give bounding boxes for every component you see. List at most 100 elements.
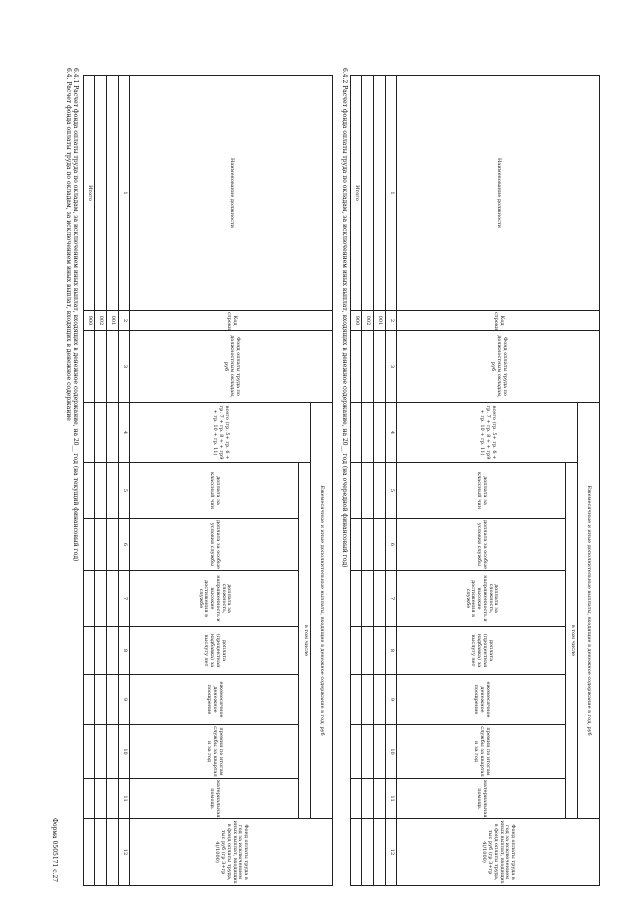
cell[interactable] <box>350 778 362 819</box>
header-monthly-bonus: ежемесячное денежное поощрение <box>396 674 566 725</box>
cell[interactable] <box>350 626 362 675</box>
cell[interactable] <box>106 75 119 311</box>
cell[interactable] <box>106 818 119 886</box>
cell[interactable] <box>361 518 374 571</box>
cell[interactable] <box>83 626 95 675</box>
cell[interactable] <box>361 462 374 519</box>
col-num: 8 <box>385 626 397 675</box>
total-label: Итого <box>350 75 362 311</box>
col-num: 6 <box>385 518 397 571</box>
cell[interactable] <box>106 724 119 779</box>
table-row: 001 <box>373 75 386 886</box>
col-num: 11 <box>385 778 397 819</box>
col-num: 6 <box>118 518 130 571</box>
cell[interactable] <box>373 626 386 675</box>
cell[interactable] <box>83 818 95 886</box>
cell[interactable] <box>94 778 107 819</box>
cell[interactable] <box>350 818 362 886</box>
col-num: 9 <box>385 674 397 725</box>
cell[interactable] <box>373 674 386 725</box>
header-salary-fund: Фонд оплаты труда по должностным окладам… <box>396 330 600 403</box>
cell[interactable] <box>83 778 95 819</box>
cell[interactable] <box>350 518 362 571</box>
header-monthly-group: Ежемесячные и иные дополнительные выплат… <box>577 402 600 819</box>
column-numbers-row: 1 2 3 4 5 6 7 8 9 10 11 12 <box>385 75 397 886</box>
cell[interactable] <box>373 462 386 519</box>
cell[interactable] <box>94 570 107 627</box>
cell[interactable] <box>106 462 119 519</box>
cell[interactable] <box>361 330 374 403</box>
col-num: 4 <box>385 402 397 463</box>
cell[interactable] <box>361 778 374 819</box>
cell[interactable] <box>106 674 119 725</box>
header-seniority: доплата (процентная надбавка) за выслугу… <box>396 626 566 675</box>
row-code: 900 <box>83 310 95 331</box>
cell[interactable] <box>106 570 119 627</box>
col-num: 3 <box>118 330 130 403</box>
cell[interactable] <box>373 778 386 819</box>
col-num: 7 <box>385 570 397 627</box>
cell[interactable] <box>373 75 386 311</box>
cell[interactable] <box>350 570 362 627</box>
total-label: Итого <box>83 75 95 311</box>
header-including: в том числе <box>565 462 578 819</box>
cell[interactable] <box>106 626 119 675</box>
cell[interactable] <box>373 724 386 779</box>
header-total: всего (гр. 5+ гр. 6 + гр. 7 + гр. 8 + + … <box>396 402 578 463</box>
cell[interactable] <box>373 330 386 403</box>
cell[interactable] <box>94 330 107 403</box>
header-seniority: доплата (процентная надбавка) за выслугу… <box>129 626 299 675</box>
cell[interactable] <box>373 570 386 627</box>
cell[interactable] <box>373 402 386 463</box>
header-complexity: доплата за сложность, напряженность и вы… <box>396 570 566 627</box>
cell[interactable] <box>361 75 374 311</box>
cell[interactable] <box>106 778 119 819</box>
col-num: 4 <box>118 402 130 463</box>
cell[interactable] <box>361 818 374 886</box>
cell[interactable] <box>94 626 107 675</box>
cell[interactable] <box>350 330 362 403</box>
cell[interactable] <box>373 518 386 571</box>
cell[interactable] <box>83 518 95 571</box>
cell[interactable] <box>94 402 107 463</box>
col-num: 2 <box>118 310 130 331</box>
cell[interactable] <box>373 818 386 886</box>
header-annual-fund: Фонд оплаты труда в год за исключением и… <box>396 818 600 886</box>
cell[interactable] <box>106 518 119 571</box>
header-class-rank: доплата за классный чин <box>129 462 299 519</box>
cell[interactable] <box>361 626 374 675</box>
cell[interactable] <box>350 462 362 519</box>
header-position: Наименование должности <box>129 75 333 311</box>
cell[interactable] <box>361 674 374 725</box>
col-num: 12 <box>385 818 397 886</box>
table1-title: 6.4.1 Расчет фонда оплаты труда по оклад… <box>72 68 79 562</box>
row-code: 001 <box>373 310 386 331</box>
cell[interactable] <box>350 402 362 463</box>
cell[interactable] <box>83 330 95 403</box>
cell[interactable] <box>83 674 95 725</box>
col-num: 2 <box>385 310 397 331</box>
cell[interactable] <box>94 518 107 571</box>
cell[interactable] <box>83 570 95 627</box>
col-num: 1 <box>385 75 397 311</box>
cell[interactable] <box>106 402 119 463</box>
row-code: 900 <box>350 310 362 331</box>
cell[interactable] <box>94 674 107 725</box>
cell[interactable] <box>94 818 107 886</box>
cell[interactable] <box>94 724 107 779</box>
header-quarterly-bonus: премии по итогам службы за квартал и за … <box>129 724 299 779</box>
cell[interactable] <box>83 724 95 779</box>
cell[interactable] <box>94 75 107 311</box>
cell[interactable] <box>83 402 95 463</box>
header-monthly-bonus: ежемесячное денежное поощрение <box>129 674 299 725</box>
cell[interactable] <box>350 724 362 779</box>
cell[interactable] <box>106 330 119 403</box>
cell[interactable] <box>361 402 374 463</box>
row-code: 002 <box>361 310 374 331</box>
cell[interactable] <box>361 724 374 779</box>
section-title: 6.4. Расчет фонда оплаты труда по оклада… <box>65 68 72 421</box>
cell[interactable] <box>83 462 95 519</box>
cell[interactable] <box>94 462 107 519</box>
cell[interactable] <box>361 570 374 627</box>
cell[interactable] <box>350 674 362 725</box>
